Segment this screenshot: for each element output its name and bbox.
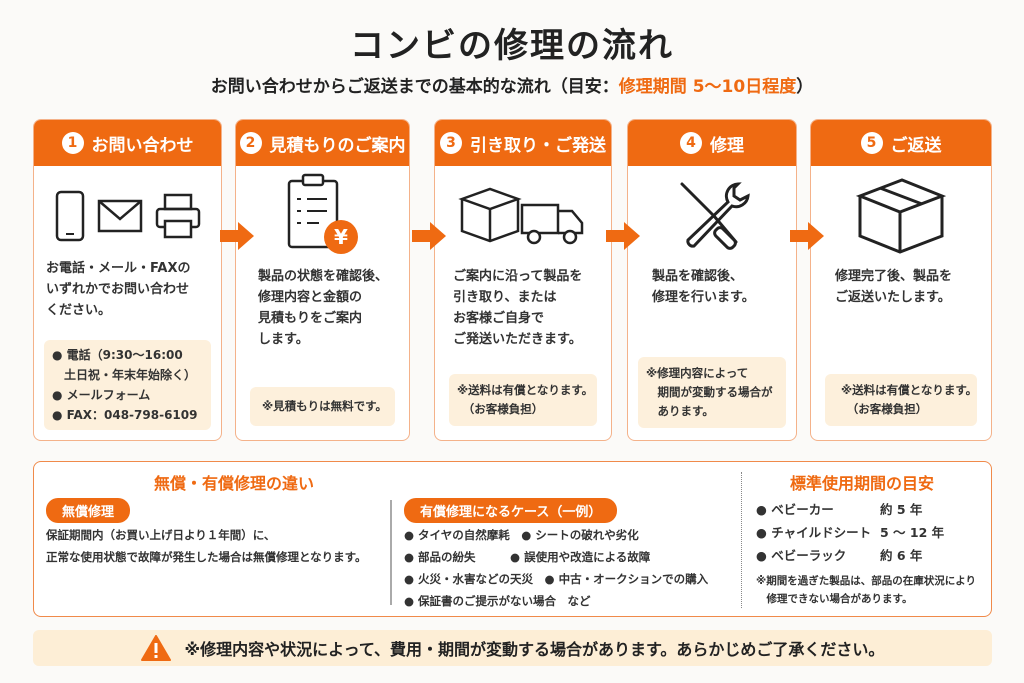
phone-icon	[55, 190, 84, 242]
clipboard-estimate-icon: ¥	[287, 173, 358, 254]
usage-item: ● チャイルドシート 5 〜 12 年	[756, 521, 944, 544]
desc-line: 引き取り、または	[453, 290, 557, 305]
desc-line: ご発送いただきます。	[453, 332, 582, 347]
step-note: ※送料は有償となります。 （お客様負担）	[449, 374, 597, 426]
desc-line: 製品を確認後、	[652, 269, 744, 284]
arrow-right-icon	[412, 222, 446, 250]
step-label: ご返送	[890, 135, 942, 156]
desc-line: ご返送いたします。	[835, 290, 951, 305]
usage-item: ● ベビーカー 約 5 年	[756, 498, 944, 521]
note-line: ※送料は有償となります。	[457, 383, 594, 397]
step-number: 5	[860, 132, 883, 154]
note-line: （お客様負担）	[457, 402, 544, 416]
subtitle: お問い合わせからご返送までの基本的な流れ（目安：修理期間 5〜10日程度）	[0, 72, 1024, 97]
yen-symbol: ¥	[334, 225, 348, 249]
step-header: 5 ご返送	[811, 120, 991, 166]
desc-line: 修理を行います。	[652, 290, 755, 305]
repair-period: 修理期間 5〜10日程度	[618, 77, 797, 97]
step-card-pickup: 3 引き取り・ご発送 ご案内に沿って製品を引き取り、またはお客様ご自身でご発送いた…	[434, 119, 612, 441]
tools-icon	[680, 182, 750, 250]
free-paid-diff-title: 無償・有償修理の違い	[154, 474, 315, 493]
usage-period: 約 6 年	[880, 548, 923, 563]
arrow-right-icon	[790, 222, 824, 250]
note-line: （お客様負担）	[841, 402, 928, 416]
warning-icon	[140, 635, 171, 661]
step-header: 2 見積もりのご案内	[236, 120, 409, 166]
arrow-right-icon	[220, 222, 254, 250]
desc-line: いずれかでお問い合わせ	[46, 282, 190, 297]
desc-line: します。	[258, 332, 309, 347]
free-repair-text: 正常な使用状態で故障が発生した場合は無償修理となります。	[46, 550, 367, 564]
divider	[390, 500, 392, 605]
usage-note: ※期間を過ぎた製品は、部品の在庫状況により	[756, 575, 976, 587]
note-line: ※修理内容によって	[646, 366, 749, 380]
box-icon	[856, 178, 946, 254]
desc-line: 見積もりをご案内	[258, 311, 363, 326]
page-title: コンビの修理の流れ	[350, 26, 674, 66]
desc-line: ご案内に沿って製品を	[453, 269, 583, 284]
desc-line: 修理完了後、製品を	[835, 269, 953, 284]
contact-fax: ● FAX：048-798-6109	[52, 408, 198, 422]
mail-icon	[97, 199, 142, 233]
usage-note: 修理できない場合があります。	[756, 593, 913, 605]
step-note: ※修理内容によって 期間が変動する場合が あります。	[638, 357, 786, 428]
usage-name: ● チャイルドシート	[756, 525, 872, 540]
step-note: ※送料は有償となります。 （お客様負担）	[825, 374, 977, 426]
step-header: 1 お問い合わせ	[34, 120, 221, 166]
usage-name: ● ベビーカー	[756, 502, 834, 517]
step-number: 1	[61, 132, 84, 154]
note-line: 期間が変動する場合が	[646, 385, 773, 399]
contact-hours: 土日祝・年末年始除く）	[52, 368, 197, 382]
usage-item: ● ベビーラック 約 6 年	[756, 544, 944, 567]
note-line: ※送料は有償となります。	[841, 383, 978, 397]
note-line: あります。	[646, 404, 714, 418]
paid-case: ● 保証書のご提示がない場合 など	[404, 594, 591, 608]
desc-line: 製品の状態を確認後、	[258, 269, 389, 284]
step-label: お問い合わせ	[91, 135, 194, 156]
arrow-right-icon	[606, 222, 640, 250]
step-card-repair: 4 修理 製品を確認後、修理を行います。 ※修理内容によって 期間が変動する場合が…	[627, 119, 797, 441]
fax-icon	[155, 193, 200, 239]
contact-mail-form: ● メールフォーム	[52, 388, 151, 402]
step-label: 修理	[710, 135, 744, 156]
subtitle-suffix: ）	[796, 77, 814, 97]
paid-case: ● タイヤの自然摩耗 ● シートの破れや劣化	[404, 528, 639, 542]
footer-text: ※修理内容や状況によって、費用・期間が変動する場合があります。あらかじめご了承く…	[184, 640, 885, 659]
contact-methods: ● 電話（9:30〜16:00 土日祝・年末年始除く） ● メールフォーム ● FA…	[44, 340, 211, 430]
step-card-estimate: 2 見積もりのご案内 ¥ 製品の状態を確認後、修理内容と金額の見積もりをご案内しま…	[235, 119, 410, 441]
step-header: 3 引き取り・ご発送	[435, 120, 611, 166]
box-truck-icon	[458, 187, 584, 245]
usage-period: 約 5 年	[880, 502, 923, 517]
contact-phone: ● 電話（9:30〜16:00	[52, 348, 183, 362]
usage-period: 5 〜 12 年	[880, 525, 945, 540]
free-repair-text: 保証期間内（お買い上げ日より１年間）に、	[46, 528, 276, 542]
divider	[741, 472, 742, 608]
free-repair-badge: 無償修理	[46, 498, 131, 523]
usage-name: ● ベビーラック	[756, 548, 847, 563]
subtitle-prefix: お問い合わせからご返送までの基本的な流れ（目安：	[210, 77, 619, 97]
note-line: ※見積もりは無料です。	[262, 399, 388, 413]
step-note: ※見積もりは無料です。	[250, 387, 395, 426]
usage-period-title: 標準使用期間の目安	[790, 474, 935, 493]
step-number: 2	[239, 132, 262, 154]
step-label: 引き取り・ご発送	[470, 135, 606, 156]
step-label: 見積もりのご案内	[269, 135, 406, 156]
desc-line: 修理内容と金額の	[258, 290, 363, 305]
step-card-return: 5 ご返送 修理完了後、製品をご返送いたします。 ※送料は有償となります。 （お客…	[810, 119, 992, 441]
desc-line: ください。	[46, 303, 112, 318]
paid-repair-badge: 有償修理になるケース（一例）	[404, 498, 618, 523]
paid-case: ● 部品の紛失 ● 誤使用や改造による故障	[404, 550, 651, 564]
step-card-inquiry: 1 お問い合わせ お電話・メール・FAXのいずれかでお問い合わせください。 ● 電…	[33, 119, 222, 441]
paid-case: ● 火災・水害などの天災 ● 中古・オークションでの購入	[404, 572, 709, 586]
desc-line: お電話・メール・FAXの	[46, 261, 191, 276]
step-number: 3	[440, 132, 462, 154]
step-number: 4	[680, 132, 702, 154]
desc-line: お客様ご自身で	[453, 311, 545, 326]
step-header: 4 修理	[628, 120, 796, 166]
footer-notice: ※修理内容や状況によって、費用・期間が変動する場合があります。あらかじめご了承く…	[33, 630, 992, 666]
repair-info-box: 無償・有償修理の違い 無償修理 保証期間内（お買い上げ日より１年間）に、正常な使…	[33, 461, 992, 617]
